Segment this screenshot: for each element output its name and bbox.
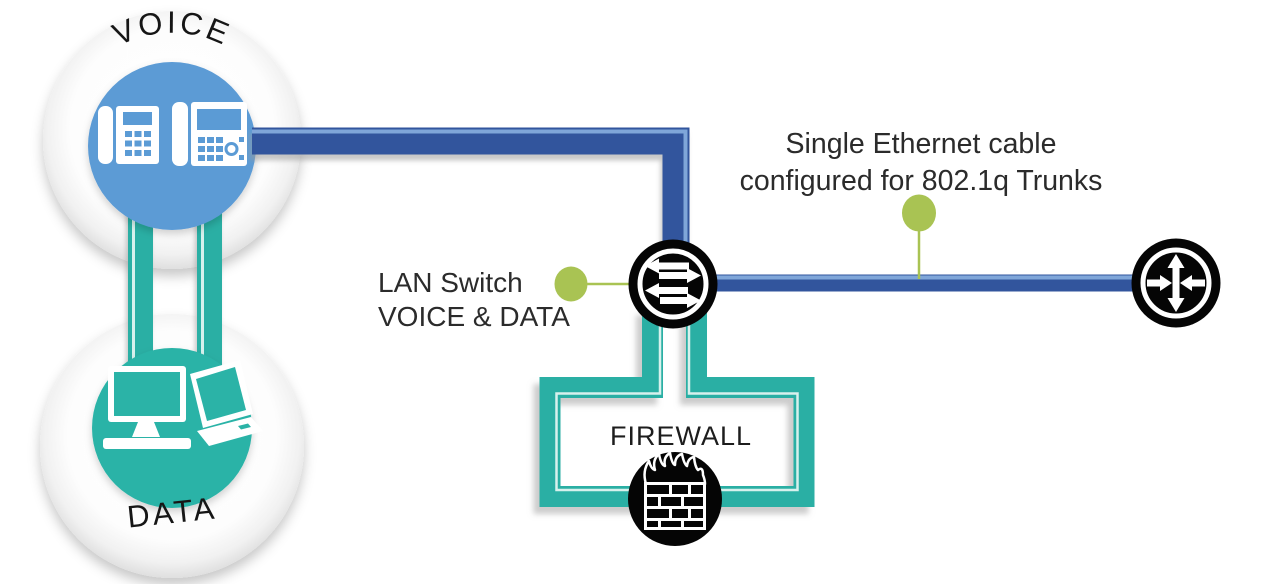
lan-switch-callout-pointer (554, 266, 633, 302)
trunk-annotation-line2: configured for 802.1q Trunks (740, 165, 1103, 197)
trunk-callout-dot (902, 194, 936, 232)
lan-switch-callout-line2: VOICE & DATA (378, 301, 570, 332)
trunk-callout-pointer (902, 194, 936, 279)
cable-switch-to-router (700, 274, 1148, 298)
switch-icon (645, 258, 701, 308)
cable-voice-to-switch (252, 127, 690, 256)
lan-switch-callout-dot (554, 266, 588, 302)
desktop-icon (103, 366, 191, 449)
firewall-node (628, 451, 722, 546)
firewall-label: FIREWALL (610, 421, 752, 451)
router-node (1131, 238, 1221, 328)
laptop-icon (190, 360, 263, 446)
router-icon (1147, 254, 1205, 312)
lan-switch-node (628, 239, 718, 329)
lan-switch-callout-line1: LAN Switch (378, 267, 523, 298)
ip-phones-icon (98, 102, 247, 166)
firewall-icon (643, 451, 707, 530)
trunk-annotation-line1: Single Ethernet cable (786, 128, 1057, 160)
